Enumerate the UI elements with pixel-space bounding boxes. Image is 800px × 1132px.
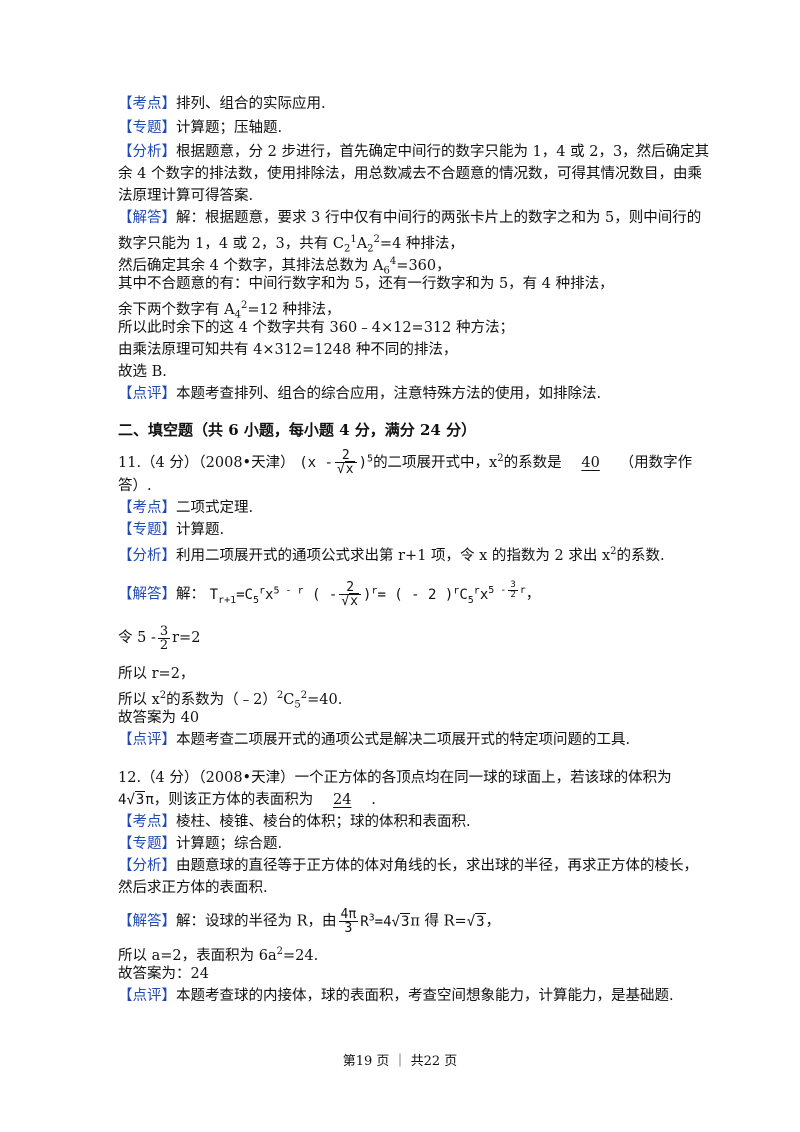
fenxi-text: 由题意球的直径等于正方体的体对角线的长，求出球的半径，再求正方体的棱长， — [176, 858, 698, 874]
fenxi-line-2: 余 4 个数字的排法数，使用排除法，用总数减去不合题意的情况数，可得其情况数目，… — [118, 166, 702, 182]
q11-stem: 11.（4 分）（2008•天津） (x -2√x)5的二项展开式中，x2的系数… — [118, 448, 693, 478]
q12-answer: 24 — [333, 792, 352, 808]
q12-guda: 故答案为：24 — [118, 966, 209, 982]
dianping-text: 本题考查二项展开式的通项公式是解决二项展开式的特定项问题的工具. — [176, 732, 631, 748]
jieda-tag: 【解答】 — [118, 586, 176, 603]
jieda-line-3: 然后确定其余 4 个数字，其排法总数为 A64=360， — [118, 256, 451, 277]
zhuanti-tag: 【专题】 — [118, 836, 176, 852]
jieda-tag: 【解答】 — [118, 913, 176, 930]
kaodian-text: 排列、组合的实际应用. — [176, 96, 326, 112]
jieda-line-5: 余下两个数字有 A42=12 种排法， — [118, 300, 341, 321]
q11-suoyi-r: 所以 r=2， — [118, 666, 195, 682]
fenxi-tag: 【分析】 — [118, 858, 176, 874]
jieda-line-4: 其中不合题意的有：中间行数字和为 5，还有一行数字和为 5，有 4 种排法， — [118, 276, 614, 292]
dianping-tag: 【点评】 — [118, 732, 176, 748]
jieda-text: 余下两个数字有 A — [118, 301, 235, 318]
kaodian-text: 棱柱、棱锥、棱台的体积；球的体积和表面积. — [176, 814, 471, 830]
jieda-line-2: 数字只能为 1，4 或 2，3，共有 C21A22=4 种排法， — [118, 234, 464, 255]
kaodian-tag: 【考点】 — [118, 96, 176, 112]
q11-kaodian-line: 【考点】二项式定理. — [118, 498, 253, 518]
page-footer: 第19 页 ｜ 共22 页 — [342, 1054, 458, 1069]
jieda-line-1: 【解答】解：根据题意，要求 3 行中仅有中间行的两张卡片上的数字之和为 5，则中… — [118, 208, 701, 228]
fenxi-text: 利用二项展开式的通项公式求出第 r+1 项，令 x 的指数为 2 求出 x — [176, 547, 611, 564]
kaodian-tag: 【考点】 — [118, 500, 176, 516]
zhuanti-text: 计算题. — [176, 522, 225, 538]
q11-jieda-line: 【解答】解： Tr+1=C5rx5 - r ( -2√x)r= ( - 2 )r… — [118, 579, 541, 610]
jieda-text: 数字只能为 1，4 或 2，3，共有 C — [118, 235, 344, 252]
dianping-tag: 【点评】 — [118, 988, 176, 1004]
kaodian-text: 二项式定理. — [176, 500, 254, 516]
q11-zhuanti-line: 【专题】计算题. — [118, 520, 224, 540]
q12-kaodian-line: 【考点】棱柱、棱锥、棱台的体积；球的体积和表面积. — [118, 812, 471, 832]
q11-prefix: 11.（4 分）（2008•天津） — [118, 454, 295, 471]
fenxi-line-1: 【分析】根据题意，分 2 步进行，首先确定中间行的数字只能为 1，4 或 2，3… — [118, 142, 709, 162]
q11-fenxi-line: 【分析】利用二项展开式的通项公式求出第 r+1 项，令 x 的指数为 2 求出 … — [118, 546, 665, 564]
jieda-text: 12 种排法， — [259, 301, 341, 318]
fenxi-line-3: 法原理计算可得答案. — [118, 188, 254, 204]
q11-guda: 故答案为 40 — [118, 710, 200, 726]
jieda-text: 然后确定其余 4 个数字，其排法总数为 A — [118, 257, 384, 274]
zhuanti-line: 【专题】计算题；压轴题. — [118, 118, 282, 138]
q11-expression: (x -2√x)5 — [299, 448, 374, 478]
section-heading: 二、填空题（共 6 小题，每小题 4 分，满分 24 分） — [118, 421, 477, 439]
kaodian-line: 【考点】排列、组合的实际应用. — [118, 94, 326, 114]
jieda-text: 解：根据题意，要求 3 行中仅有中间行的两张卡片上的数字之和为 5，则中间行的 — [176, 210, 702, 226]
q11-general-term: Tr+1=C5rx5 - r ( -2√x)r= ( - 2 )rC5rx5 -… — [209, 579, 526, 610]
q12-zhuanti-line: 【专题】计算题；综合题. — [118, 834, 282, 854]
jieda-tag: 【解答】 — [118, 210, 176, 226]
zhuanti-tag: 【专题】 — [118, 522, 176, 538]
jieda-line-6: 所以此时余下的这 4 个数字共有 360﹣4×12=312 种方法； — [118, 320, 514, 336]
q12-fenxi-line-2: 然后求正方体的表面积. — [118, 880, 268, 896]
fenxi-tag: 【分析】 — [118, 144, 176, 160]
dianping-line: 【点评】本题考查排列、组合的综合应用，注意特殊方法的使用，如排除法. — [118, 384, 601, 404]
dianping-text: 本题考查球的内接体，球的表面积，考查空间想象能力，计算能力，是基础题. — [176, 988, 674, 1004]
q11-dianping-line: 【点评】本题考查二项展开式的通项公式是解决二项展开式的特定项问题的工具. — [118, 730, 630, 750]
jieda-line-7: 由乘法原理可知共有 4×312=1248 种不同的排法， — [118, 342, 458, 358]
q11-suoyi-coef: 所以 x2的系数为（﹣2）2C52=40. — [118, 690, 343, 711]
jieda-line-8: 故选 B. — [118, 364, 167, 380]
jieda-text: 4 种排法， — [392, 235, 464, 252]
fenxi-text: 根据题意，分 2 步进行，首先确定中间行的数字只能为 1，4 或 2，3，然后确… — [176, 144, 710, 160]
q11-answer: 40 — [581, 454, 600, 471]
dianping-tag: 【点评】 — [118, 386, 176, 402]
q12-dianping-line: 【点评】本题考查球的内接体，球的表面积，考查空间想象能力，计算能力，是基础题. — [118, 986, 674, 1006]
jieda-text: 360， — [408, 257, 451, 274]
zhuanti-tag: 【专题】 — [118, 120, 176, 136]
q12-stem: 12.（4 分）（2008•天津）一个正方体的各顶点均在同一球的球面上，若该球的… — [118, 770, 672, 786]
q11-stem-line-2: 答）. — [118, 478, 152, 494]
fenxi-tag: 【分析】 — [118, 547, 176, 564]
kaodian-tag: 【考点】 — [118, 814, 176, 830]
zhuanti-text: 计算题；压轴题. — [176, 120, 283, 136]
q12-fenxi-line-1: 【分析】由题意球的直径等于正方体的体对角线的长，求出球的半径，再求正方体的棱长， — [118, 856, 698, 876]
q12-suoyi-line: 所以 a=2，表面积为 6a2=24. — [118, 946, 319, 964]
q12-volume: 4√3π — [118, 791, 154, 808]
zhuanti-text: 计算题；综合题. — [176, 836, 283, 852]
dianping-text: 本题考查排列、组合的综合应用，注意特殊方法的使用，如排除法. — [176, 386, 602, 402]
